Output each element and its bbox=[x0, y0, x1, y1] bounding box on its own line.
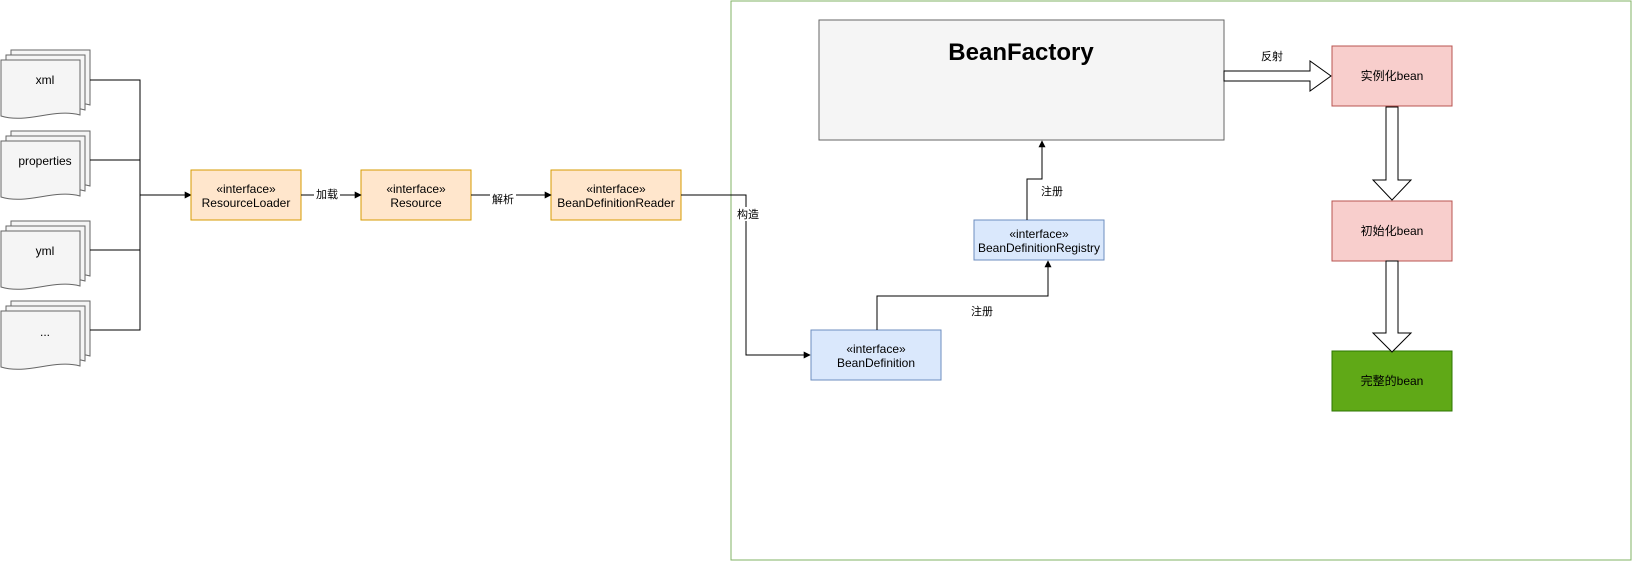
construct-edge: 构造 bbox=[681, 194, 811, 359]
document-more: ... bbox=[0, 300, 91, 370]
complete-bean-box: 完整的bean bbox=[1331, 350, 1453, 412]
stereotype-label: «interface» bbox=[846, 342, 906, 356]
load-edge-label: 加载 bbox=[316, 188, 338, 201]
bean-definition-reader-box: «interface» BeanDefinitionReader bbox=[550, 169, 682, 221]
document-label: properties bbox=[18, 154, 71, 168]
container-frame bbox=[730, 0, 1632, 561]
document-label: yml bbox=[36, 244, 55, 258]
resource-loader-label: ResourceLoader bbox=[202, 196, 291, 210]
register-edge-2-label: 注册 bbox=[1041, 184, 1063, 198]
resource-loader-box: «interface» ResourceLoader bbox=[190, 169, 302, 221]
bean-definition-registry-box: «interface» BeanDefinitionRegistry bbox=[973, 219, 1105, 261]
down-arrow-1 bbox=[1371, 106, 1413, 201]
document-label: ... bbox=[40, 325, 50, 339]
stereotype-label: «interface» bbox=[216, 182, 276, 196]
reflect-edge: 反射 bbox=[1223, 49, 1332, 92]
bean-factory-box: BeanFactory bbox=[818, 19, 1225, 141]
resource-box: «interface» Resource bbox=[360, 169, 472, 221]
document-properties: properties bbox=[0, 130, 91, 200]
register-edge-2: 注册 bbox=[1026, 140, 1063, 220]
parse-edge: 解析 bbox=[471, 191, 552, 206]
initialize-bean-box: 初始化bean bbox=[1331, 200, 1453, 262]
resource-label: Resource bbox=[390, 196, 442, 210]
document-xml: xml bbox=[0, 49, 91, 119]
bean-definition-registry-label: BeanDefinitionRegistry bbox=[978, 241, 1100, 255]
document-label: xml bbox=[36, 73, 55, 87]
bean-definition-reader-label: BeanDefinitionReader bbox=[557, 196, 674, 210]
instantiate-bean-label: 实例化bean bbox=[1361, 68, 1424, 83]
document-connectors bbox=[90, 79, 192, 331]
instantiate-bean-box: 实例化bean bbox=[1331, 45, 1453, 107]
parse-edge-label: 解析 bbox=[492, 192, 514, 206]
stereotype-label: «interface» bbox=[586, 182, 646, 196]
bean-definition-box: «interface» BeanDefinition bbox=[810, 329, 942, 381]
bean-factory-title: BeanFactory bbox=[948, 39, 1094, 66]
complete-bean-label: 完整的bean bbox=[1361, 373, 1424, 388]
document-yml: yml bbox=[0, 220, 91, 290]
bean-definition-label: BeanDefinition bbox=[837, 356, 915, 370]
register-edge-1: 注册 bbox=[876, 260, 1052, 330]
construct-edge-label: 构造 bbox=[737, 207, 759, 221]
down-arrow-2 bbox=[1371, 260, 1413, 353]
reflect-edge-label: 反射 bbox=[1261, 49, 1283, 63]
stereotype-label: «interface» bbox=[386, 182, 446, 196]
stereotype-label: «interface» bbox=[1009, 227, 1069, 241]
load-edge: 加载 bbox=[301, 187, 362, 201]
initialize-bean-label: 初始化bean bbox=[1361, 224, 1424, 238]
register-edge-1-label: 注册 bbox=[971, 304, 993, 318]
